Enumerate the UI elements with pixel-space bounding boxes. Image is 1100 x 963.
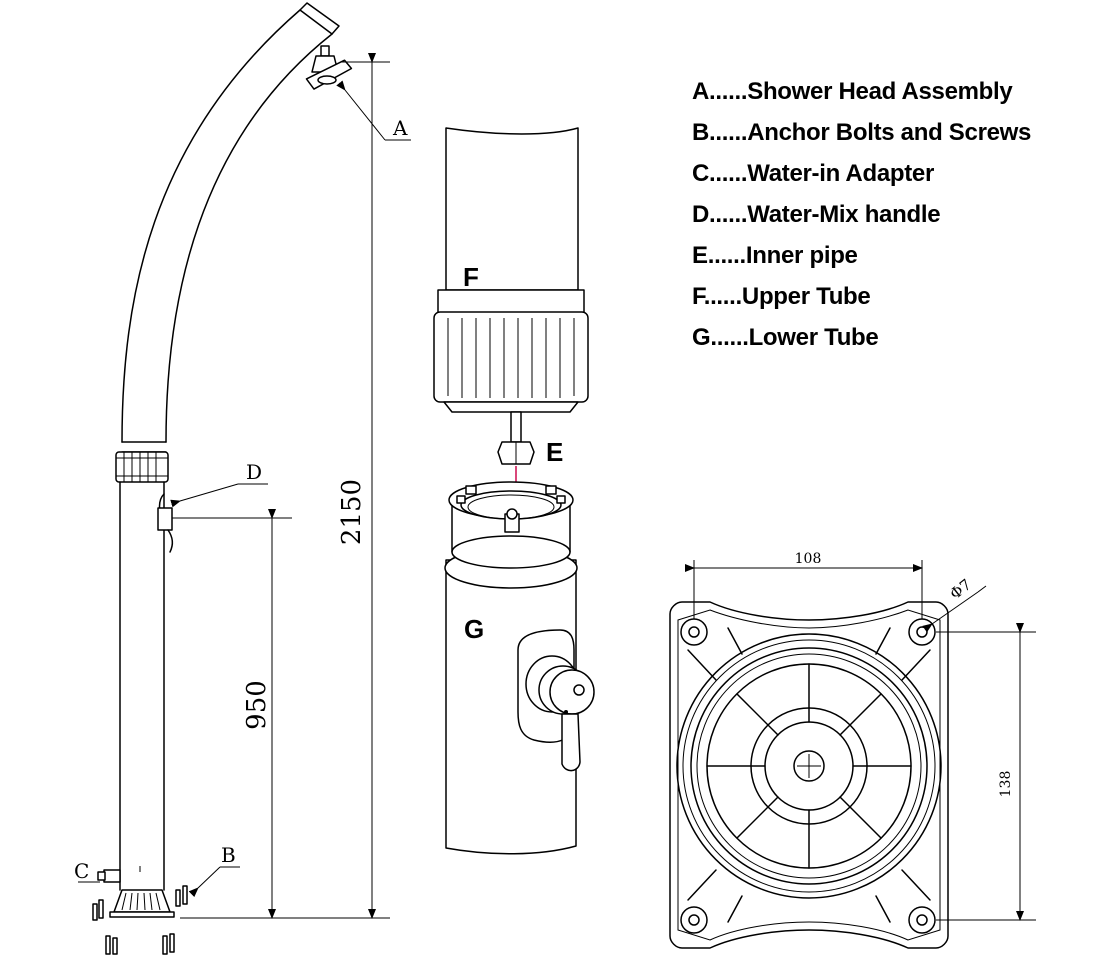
callout-d: D (246, 460, 262, 484)
legend-item-f: F......Upper Tube (692, 283, 871, 310)
inner-pipe (497, 411, 535, 465)
base-plan-view: 108 Φ7 138 (669, 551, 1036, 949)
coupling-nut (115, 451, 169, 483)
upper-tube (433, 127, 589, 413)
legend-item-g: G......Lower Tube (692, 324, 879, 351)
legend-item-a: A......Shower Head Assembly (692, 78, 1013, 105)
legend-item-c: C......Water-in Adapter (692, 160, 935, 187)
label-lower-tube: G (464, 614, 484, 644)
dim-hole-diameter: Φ7 (946, 576, 974, 604)
label-upper-tube: F (463, 262, 479, 292)
callout-c: C (74, 859, 89, 883)
shower-head (305, 45, 353, 90)
base-spokes (706, 663, 912, 869)
dim-base-width: 108 (795, 551, 822, 567)
legend-item-d: D......Water-Mix handle (692, 201, 941, 228)
shower-side-view: A D B C 2150 950 (74, 2, 411, 955)
callout-b: B (221, 843, 236, 867)
callout-a: A (392, 116, 408, 140)
shower-arm (121, 9, 333, 443)
base-flange (109, 889, 175, 918)
lower-tube (444, 481, 595, 855)
water-in-adapter (97, 869, 121, 883)
side-mix-handle (139, 493, 174, 872)
exploded-view: F E G (433, 127, 595, 855)
legend-item-b: B......Anchor Bolts and Screws (692, 119, 1032, 146)
dim-base-depth: 138 (998, 771, 1014, 798)
legend-item-e: E......Inner pipe (692, 242, 858, 269)
dim-handle-height: 950 (242, 680, 272, 730)
label-inner-pipe: E (546, 437, 563, 467)
dim-total-height: 2150 (337, 479, 367, 545)
parts-legend: A......Shower Head Assembly B......Ancho… (692, 78, 1031, 365)
anchor-bolts (92, 885, 188, 955)
mix-handle (517, 629, 595, 772)
